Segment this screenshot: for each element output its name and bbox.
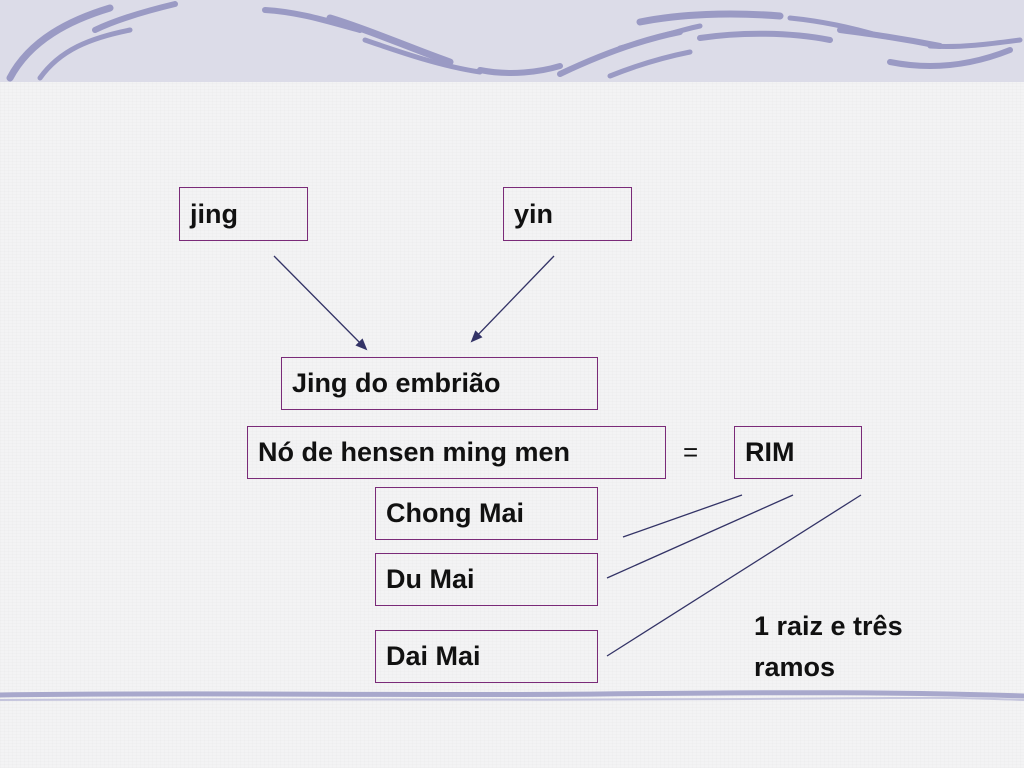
node-dai-mai: Dai Mai — [375, 630, 598, 683]
node-du-mai: Du Mai — [375, 553, 598, 606]
swirl-decoration-icon — [6, 1, 1023, 82]
node-jing-embriao-label: Jing do embrião — [292, 368, 501, 398]
node-jing-label: jing — [190, 198, 238, 229]
node-rim: RIM — [734, 426, 862, 479]
node-chong-mai: Chong Mai — [375, 487, 598, 540]
arrow-yin-to-jing-embriao — [470, 255, 555, 343]
line-rim-to-chong-mai — [622, 494, 743, 538]
arrow-jing-to-jing-embriao — [273, 255, 368, 351]
line-rim-to-du-mai — [606, 494, 794, 579]
node-chong-mai-label: Chong Mai — [386, 498, 524, 528]
annotation-line-1: 1 raiz e três — [754, 611, 903, 641]
node-jing: jing — [179, 187, 308, 241]
node-rim-label: RIM — [745, 437, 795, 467]
node-no-hensen: Nó de hensen ming men — [247, 426, 666, 479]
equals-sign: = — [683, 437, 699, 467]
node-dai-mai-label: Dai Mai — [386, 641, 481, 671]
node-yin-label: yin — [514, 198, 554, 229]
line-rim-to-dai-mai — [606, 494, 862, 657]
node-du-mai-label: Du Mai — [386, 564, 475, 594]
node-jing-embriao: Jing do embrião — [281, 357, 598, 410]
annotation-text: 1 raiz e três ramos — [754, 606, 903, 687]
footer-rule-decoration — [0, 680, 1024, 710]
header-decoration — [0, 0, 1024, 82]
node-yin: yin — [503, 187, 632, 241]
annotation-line-2: ramos — [754, 651, 836, 682]
node-no-hensen-label: Nó de hensen ming men — [258, 437, 571, 467]
